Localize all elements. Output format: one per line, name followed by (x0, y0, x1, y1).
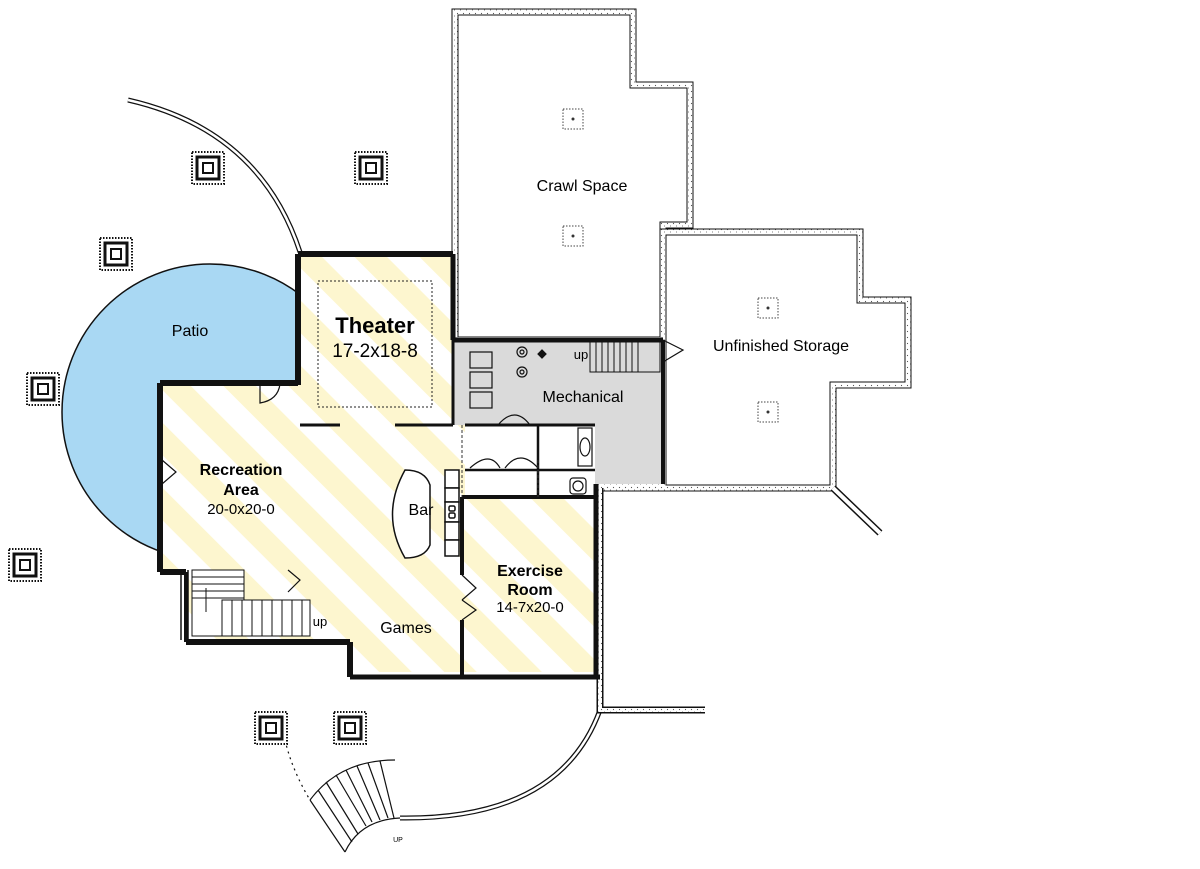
crawl-pier-1 (562, 108, 584, 130)
label-theater: Theater (335, 313, 415, 338)
mechanical-room (453, 337, 663, 497)
bar-counter (391, 469, 460, 559)
column-5 (8, 548, 42, 582)
label-crawl-space: Crawl Space (537, 178, 628, 195)
column-3 (99, 237, 133, 271)
storage-pier-1 (757, 297, 779, 319)
label-exterior-stairs-up: UP (393, 837, 403, 844)
label-exercise-dims: 14-7x20-0 (496, 599, 564, 616)
column-7 (333, 711, 367, 745)
doors (161, 339, 685, 621)
label-mech-stairs-up: up (574, 347, 588, 362)
storage-pier-2 (757, 401, 779, 423)
column-4 (26, 372, 60, 406)
label-mechanical: Mechanical (543, 389, 624, 406)
lower-curved-wall (399, 709, 603, 821)
lower-foundation-wall (596, 488, 705, 714)
label-recreation-line2: Area (223, 482, 259, 499)
label-theater-dims: 17-2x18-8 (332, 341, 418, 362)
label-recreation-line1: Recreation (200, 462, 283, 479)
main-stairs (180, 569, 311, 640)
upper-curved-railing (127, 97, 303, 253)
column-1 (191, 151, 225, 185)
label-unfinished-storage: Unfinished Storage (713, 338, 849, 355)
label-bar: Bar (409, 502, 435, 519)
exterior-stairs (284, 739, 401, 853)
bathroom-fixtures (569, 427, 593, 495)
label-recreation-dims: 20-0x20-0 (207, 501, 275, 518)
mechanical-stairs (589, 339, 661, 373)
column-2 (354, 151, 388, 185)
door-hatches (461, 425, 539, 497)
finished-floor (160, 252, 595, 672)
crawl-pier-2 (562, 225, 584, 247)
theater-screen-frame (317, 280, 433, 408)
label-exercise-line1: Exercise (497, 563, 563, 580)
label-main-stairs-up: up (313, 614, 327, 629)
mechanical-equipment (469, 346, 547, 409)
label-games: Games (380, 620, 432, 637)
label-patio: Patio (172, 323, 209, 340)
crawl-space (451, 8, 694, 344)
label-exercise-line2: Room (507, 582, 552, 599)
columns (8, 151, 388, 745)
column-6 (254, 711, 288, 745)
